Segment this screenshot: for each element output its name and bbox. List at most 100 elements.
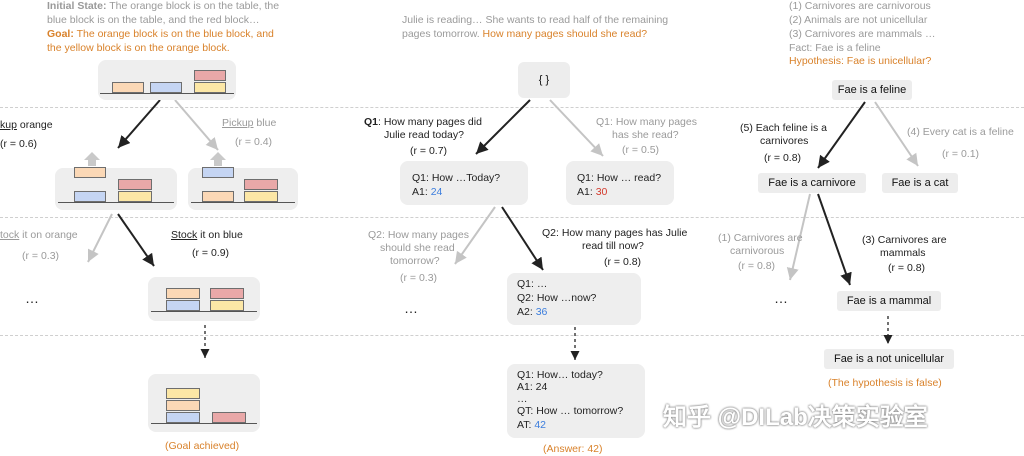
node-a-answer-label: A1: [412, 186, 431, 198]
ellipsis-middle: … [404, 300, 418, 316]
fact-2: (2) Animals are not unicellular [789, 14, 928, 26]
edge-q1b [549, 99, 604, 157]
node-d-line5: AT: 42 [517, 419, 546, 432]
node-b-answer: A1: 30 [577, 186, 607, 199]
edge-rule4 [874, 101, 919, 167]
initial-state-line1: The orange block is on the table, the [106, 0, 280, 12]
orange-block [202, 191, 234, 202]
edge-rule5 [817, 101, 866, 169]
problem-question: How many pages should she read? [482, 28, 648, 40]
rule3-text-1: (3) Carnivores are [862, 234, 947, 246]
up-arrow-stem [88, 160, 96, 166]
node-a-question: Q1: How …Today? [412, 172, 501, 184]
orange-block [166, 288, 200, 299]
q1-tag: Q1 [364, 116, 379, 128]
q2b-r: (r = 0.8) [604, 256, 642, 268]
node-cat: Fae is a cat [882, 173, 958, 193]
root-node: { } [518, 62, 570, 98]
row-separator [0, 217, 1024, 218]
yellow-block [244, 191, 278, 202]
node-c-line2: Q2: How …now? [517, 292, 597, 304]
yellow-block [194, 82, 226, 93]
fact-3: (3) Carnivores are mammals … [789, 28, 936, 40]
q1-r: (r = 0.7) [410, 145, 448, 157]
node-c-answer-value: 36 [535, 306, 548, 318]
q1-text-2: Julie read today? [384, 129, 464, 141]
node-c-line3: A2: 36 [517, 306, 547, 319]
stack-blue-verb: Stock [171, 229, 198, 241]
held-orange-block [74, 167, 106, 178]
node-c-line1: Q1: … [517, 278, 548, 290]
rule1-r: (r = 0.8) [738, 260, 776, 272]
node-d-line2: A1: 24 [517, 381, 548, 393]
table-line [191, 202, 295, 203]
held-blue-block [202, 167, 234, 178]
pickup-blue-r: (r = 0.4) [235, 136, 273, 148]
edge-stack-blue [117, 213, 155, 267]
q2b-text-2: read till now? [582, 240, 644, 252]
stack-blue-label: Stock it on blue [171, 229, 243, 242]
ellipsis-right: … [774, 290, 788, 306]
edge-q2a [454, 206, 496, 265]
rule3-r: (r = 0.8) [888, 262, 926, 274]
goal-label: Goal: [47, 28, 74, 40]
rule4-r: (r = 0.1) [942, 148, 980, 160]
node-feline: Fae is a feline [832, 80, 912, 100]
table-line [100, 93, 234, 94]
rule5-r: (r = 0.8) [764, 152, 802, 164]
blue-block [166, 412, 200, 423]
blue-block [74, 191, 106, 202]
yellow-block [210, 300, 244, 311]
watermark: 知乎 @DILab决策实验室 [663, 404, 928, 431]
pickup-blue-verb: Pickup [222, 117, 254, 129]
pickup-blue-label: Pickup blue [222, 117, 276, 130]
node-c [507, 273, 641, 325]
q1b-text-1: Q1: How many pages [596, 116, 697, 128]
stack-orange-r: (r = 0.3) [22, 250, 60, 262]
pickup-orange-r: (r = 0.6) [0, 138, 38, 150]
fact-4: Fact: Fae is a feline [789, 42, 881, 54]
stack-orange-verb: tock [0, 229, 20, 241]
yellow-block [118, 191, 152, 202]
red-block [194, 70, 226, 81]
problem-line2-text: pages tomorrow. [402, 28, 483, 40]
node-d-line1: Q1: How… today? [517, 369, 603, 381]
node-a-answer: A1: 24 [412, 186, 442, 199]
up-arrow-stem [214, 160, 222, 166]
state-stack-blue [148, 277, 260, 321]
orange-block [166, 400, 200, 411]
node-d-answer-value: 42 [534, 419, 546, 431]
yellow-block [166, 388, 200, 399]
q1-text-1: : How many pages did [378, 116, 482, 128]
node-carnivore: Fae is a carnivore [758, 173, 866, 193]
blue-block [166, 300, 200, 311]
q1b-text-2: has she read? [612, 129, 679, 141]
node-b-answer-value: 30 [595, 186, 608, 198]
red-block [212, 412, 246, 423]
stack-blue-r: (r = 0.9) [192, 247, 230, 259]
goal-line1: The orange block is on the blue block, a… [73, 28, 274, 40]
initial-state-text: Initial State: The orange block is on th… [47, 0, 279, 13]
rule1-text-1: (1) Carnivores are [718, 232, 803, 244]
initial-state-line2: blue block is on the table, and the red … [47, 14, 260, 26]
pickup-orange-obj: orange [16, 119, 53, 131]
goal-achieved-label: (Goal achieved) [165, 440, 240, 452]
stack-orange-obj: it on orange [19, 229, 78, 241]
table-line [151, 311, 257, 312]
edge-pickup-blue [174, 99, 219, 151]
rule3-text-2: mammals [880, 247, 926, 259]
red-block [118, 179, 152, 190]
q2b-text-1: Q2: How many pages has Julie [542, 227, 688, 239]
pickup-orange-label: kup orange [0, 119, 53, 132]
rule5-text-1: (5) Each feline is a [740, 122, 827, 134]
stack-orange-label: tock it on orange [0, 229, 78, 242]
q1-label: Q1: How many pages did [364, 116, 482, 129]
result-label: (The hypothesis is false) [828, 377, 942, 389]
goal-line2: the yellow block is on the orange block. [47, 42, 230, 54]
node-d [507, 364, 645, 438]
node-a-answer-value: 24 [430, 186, 443, 198]
stack-blue-obj: it on blue [197, 229, 243, 241]
node-b-answer-label: A1: [577, 186, 596, 198]
edge-rule3 [817, 193, 852, 286]
